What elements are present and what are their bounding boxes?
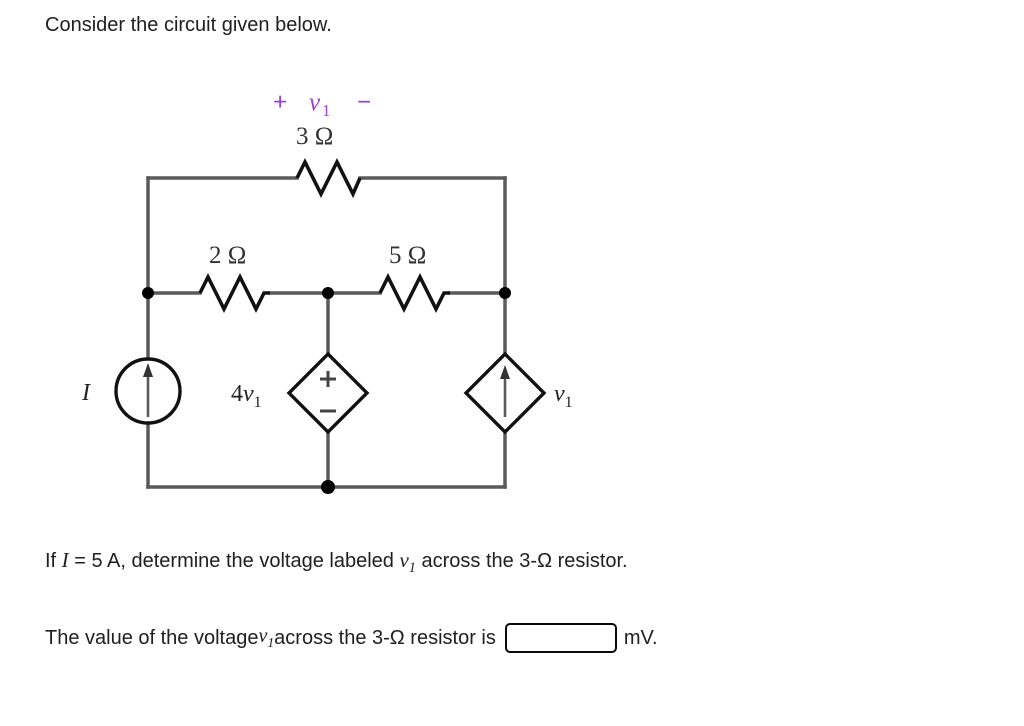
answer-prefix: The value of the voltage [45, 626, 259, 649]
current-source-label: I [81, 380, 91, 406]
resistor-2ohm-label: 2 Ω [209, 242, 246, 269]
question-given: = 5 A, determine the voltage labeled [68, 550, 400, 572]
dependent-current-source [463, 351, 547, 435]
v1-polarity-minus-label: − [357, 89, 371, 116]
vccs-label: v1 [554, 381, 573, 411]
resistor-2ohm [198, 272, 270, 314]
answer-input-field[interactable] [504, 623, 617, 653]
answer-voltage-symbol: v1 [258, 625, 275, 650]
question-suffix: across the 3-Ω resistor. [415, 550, 628, 572]
resistor-3ohm-label: 3 Ω [296, 123, 333, 150]
v1-polarity-plus-label: + [273, 89, 287, 116]
question-current-symbol: I [61, 548, 69, 572]
intro-instruction: Consider the circuit given below. [45, 14, 332, 36]
circuit-nodes [142, 287, 511, 494]
answer-statement: The value of the voltage v1 across the 3… [45, 623, 658, 653]
resistor-5ohm-label: 5 Ω [389, 242, 426, 269]
answer-unit: mV. [623, 626, 658, 649]
independent-current-source [114, 357, 182, 425]
v1-top-label: v [309, 89, 321, 116]
resistor-3ohm [295, 157, 362, 199]
resistor-5ohm [378, 272, 450, 314]
circuit-wires [146, 176, 507, 489]
question-statement: If I = 5 A, determine the voltage labele… [45, 547, 628, 581]
answer-middle: across the 3-Ω resistor is [274, 626, 496, 649]
dependent-voltage-source [286, 351, 370, 435]
circuit-diagram: + v 1 − 3 Ω 2 Ω 5 Ω I 4v1 v1 [60, 72, 640, 522]
question-voltage-symbol: v1 [399, 548, 416, 577]
question-prefix: If [45, 550, 62, 572]
v1-top-label-sub: 1 [322, 101, 331, 120]
vcvs-label: 4v1 [231, 381, 262, 411]
